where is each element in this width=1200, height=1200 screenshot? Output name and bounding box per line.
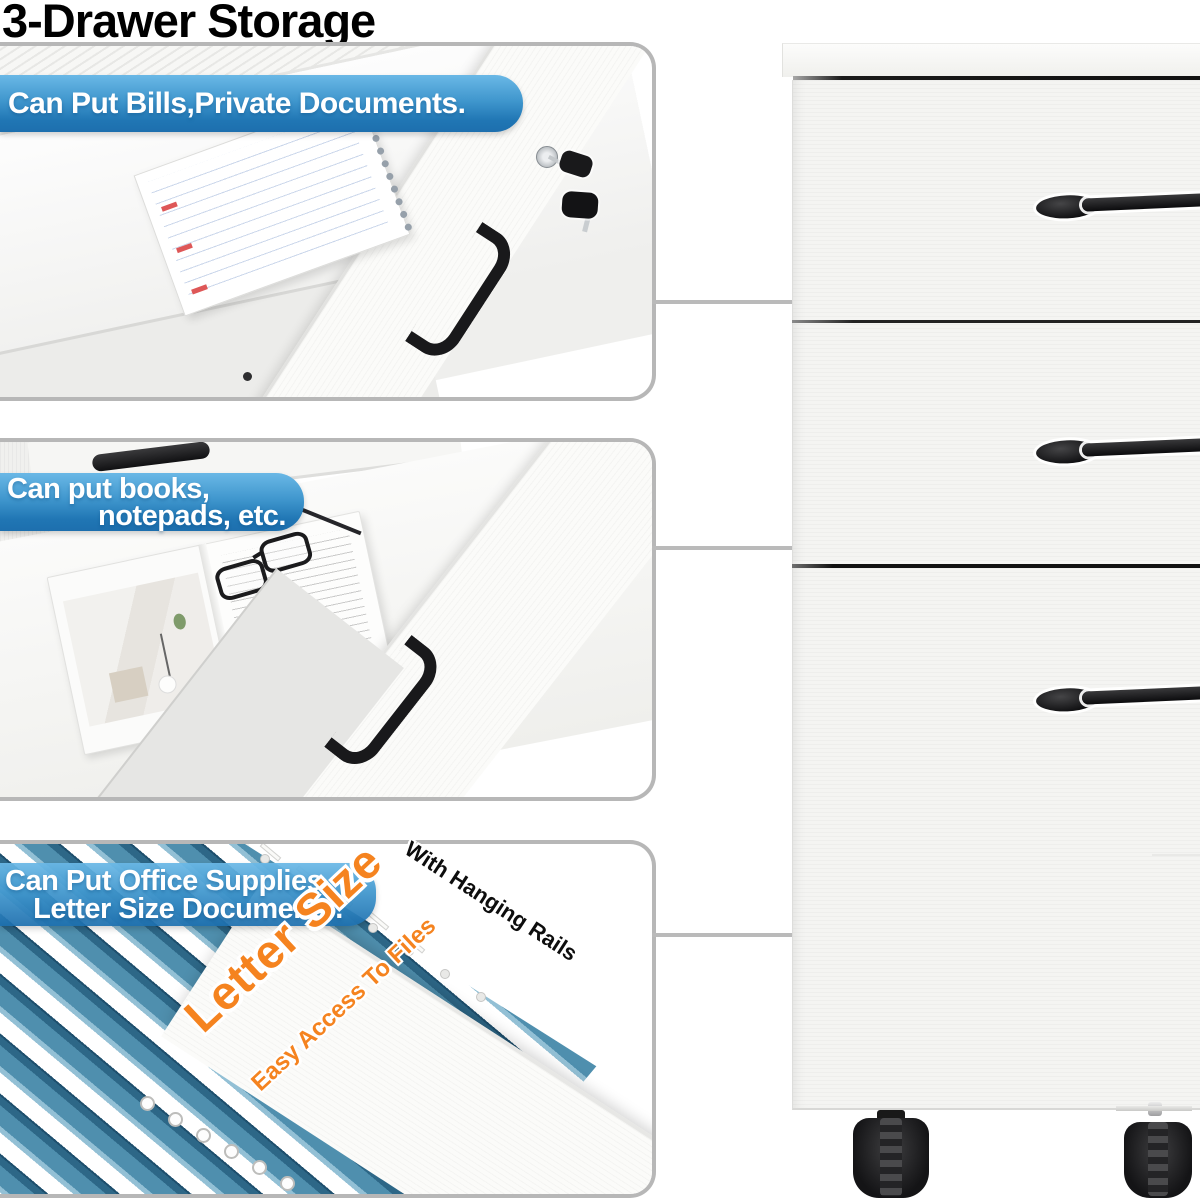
photo-lamp [159, 633, 171, 677]
handle-bar [1081, 438, 1200, 457]
connector-line-middle [652, 546, 854, 550]
rail-ball-tip [252, 1160, 267, 1175]
rail-ball-tip [196, 1128, 211, 1143]
lock-cylinder [536, 146, 558, 168]
connector-line-bottom [652, 933, 854, 937]
rail-end [368, 923, 378, 933]
connector-line-top [652, 300, 854, 304]
rail-ball-tip [280, 1176, 295, 1191]
banner-text-line1: Can Put Office Supplies, [5, 865, 330, 897]
caster-bracket [1148, 1122, 1168, 1196]
caster-bracket [880, 1118, 902, 1196]
banner-top-drawer: Can Put Bills,Private Documents. [0, 75, 523, 132]
glasses-lens [257, 529, 315, 576]
banner-text-line2: notepads, etc. [98, 500, 287, 532]
cabinet-top-gap [793, 76, 1200, 80]
caster-plate [1116, 1106, 1192, 1111]
rail-end [404, 946, 414, 956]
drawer-divider-2 [792, 564, 1200, 568]
rail-end [476, 992, 486, 1002]
handle-bar [1081, 193, 1200, 212]
banner-text: Can Put Bills,Private Documents. [8, 86, 466, 120]
cabinet-body [792, 80, 1200, 1110]
cabinet-side-seam [1152, 854, 1200, 856]
photo-furniture [108, 666, 149, 703]
banner-text-line2: Letter Size Documents. [33, 893, 343, 925]
rail-end [440, 969, 450, 979]
banner-middle-drawer: Can put books, notepads, etc. [0, 473, 304, 531]
banner-bottom-drawer: Can Put Office Supplies, Letter Size Doc… [0, 863, 376, 926]
cabinet-top-board [782, 43, 1200, 77]
photo-plant [172, 612, 188, 631]
drawer-divider-1 [792, 320, 1200, 323]
photo-lamp-globe [156, 673, 179, 696]
rail-ball-tip [224, 1144, 239, 1159]
keyhole [243, 372, 252, 381]
banner-text-line1: Can put books, [7, 473, 210, 505]
page-title: 3-Drawer Storage [2, 0, 376, 47]
rail-ball-tip [168, 1112, 183, 1127]
rail-ball-tip [140, 1096, 155, 1111]
caster-wheel-left [853, 1110, 929, 1198]
caster-wheel-right [1124, 1114, 1192, 1198]
handle-bar [1081, 686, 1200, 705]
key-fob [561, 190, 599, 220]
